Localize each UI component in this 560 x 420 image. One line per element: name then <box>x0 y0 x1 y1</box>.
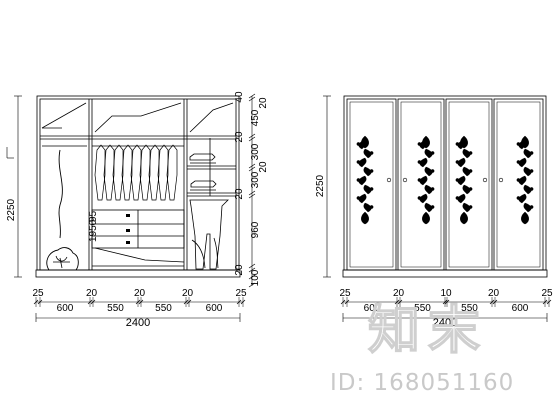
dim-label: 960 <box>250 221 261 238</box>
left-elevation: 1950 95 <box>35 95 241 278</box>
door-knob-icon[interactable] <box>482 177 488 183</box>
dim-label: 550 <box>461 303 478 314</box>
dim-label: 550 <box>155 303 172 314</box>
watermark-id: ID: 168051160 <box>330 370 514 396</box>
bag-icon <box>46 247 79 271</box>
dim-label: 20 <box>134 288 146 299</box>
left-height-dim <box>6 95 22 278</box>
dim-label: 20 <box>86 288 98 299</box>
right-cabinet-outline <box>343 95 547 271</box>
dim-label: 600 <box>57 303 74 314</box>
left-height-label: 2250 <box>6 198 17 221</box>
dim-label: 20 <box>393 288 405 299</box>
door-panel[interactable] <box>346 98 397 271</box>
dim-label: 450 <box>250 109 261 126</box>
left-plinth <box>35 269 241 278</box>
dim-label: 550 <box>107 303 124 314</box>
dim-label: 600 <box>512 303 529 314</box>
dim-label: 10 <box>440 288 452 299</box>
ornament-icon <box>455 135 473 225</box>
door-knob-icon[interactable] <box>402 177 408 183</box>
dim-label: 20 <box>234 188 245 200</box>
dim-label: 20 <box>234 131 245 143</box>
dim-label: 20 <box>488 288 500 299</box>
dim-label: 25 <box>541 288 553 299</box>
watermark-logo-text: 知末 <box>368 301 488 361</box>
door-knob-icon[interactable] <box>498 177 504 183</box>
ornament-icon <box>417 135 435 225</box>
dim-label: 550 <box>414 303 431 314</box>
door-panel[interactable] <box>493 98 544 271</box>
svg-text:95: 95 <box>88 210 99 222</box>
dim-label: 20 <box>258 161 269 173</box>
hanging-shirts <box>94 144 178 201</box>
right-elevation <box>342 95 548 278</box>
dim-label: 600 <box>364 303 381 314</box>
left-total-width: 2400 <box>126 317 150 329</box>
dim-label: 20 <box>182 288 194 299</box>
wardrobe-doors <box>346 98 544 271</box>
door-panel[interactable] <box>397 98 445 271</box>
right-total-width: 2400 <box>433 317 457 329</box>
dim-label: 100 <box>250 269 261 286</box>
door-panel[interactable] <box>445 98 493 271</box>
dim-label: 300 <box>250 171 261 188</box>
ornament-icon <box>356 135 374 225</box>
dim-label: 25 <box>32 288 44 299</box>
dim-label: 25 <box>339 288 351 299</box>
right-height-label: 2250 <box>315 174 326 197</box>
dim-label: 600 <box>206 303 223 314</box>
dim-label: 25 <box>235 288 247 299</box>
svg-text:1950: 1950 <box>88 219 99 242</box>
left-bottom-dim-chain: 25 600 20 550 20 550 20 600 25 <box>32 288 247 314</box>
door-knob-icon[interactable] <box>386 177 392 183</box>
left-cabinet-inner <box>39 98 237 271</box>
hanging-trousers <box>189 199 229 270</box>
dim-label: 20 <box>258 97 269 109</box>
ornament-icon <box>516 135 534 225</box>
dim-label: 20 <box>234 264 245 276</box>
right-plinth <box>342 269 548 278</box>
dim-label: 40 <box>234 91 245 103</box>
dim-label: 300 <box>250 143 261 160</box>
right-bottom-dim-chain: 25 600 20 550 10 550 20 600 25 <box>339 288 553 314</box>
